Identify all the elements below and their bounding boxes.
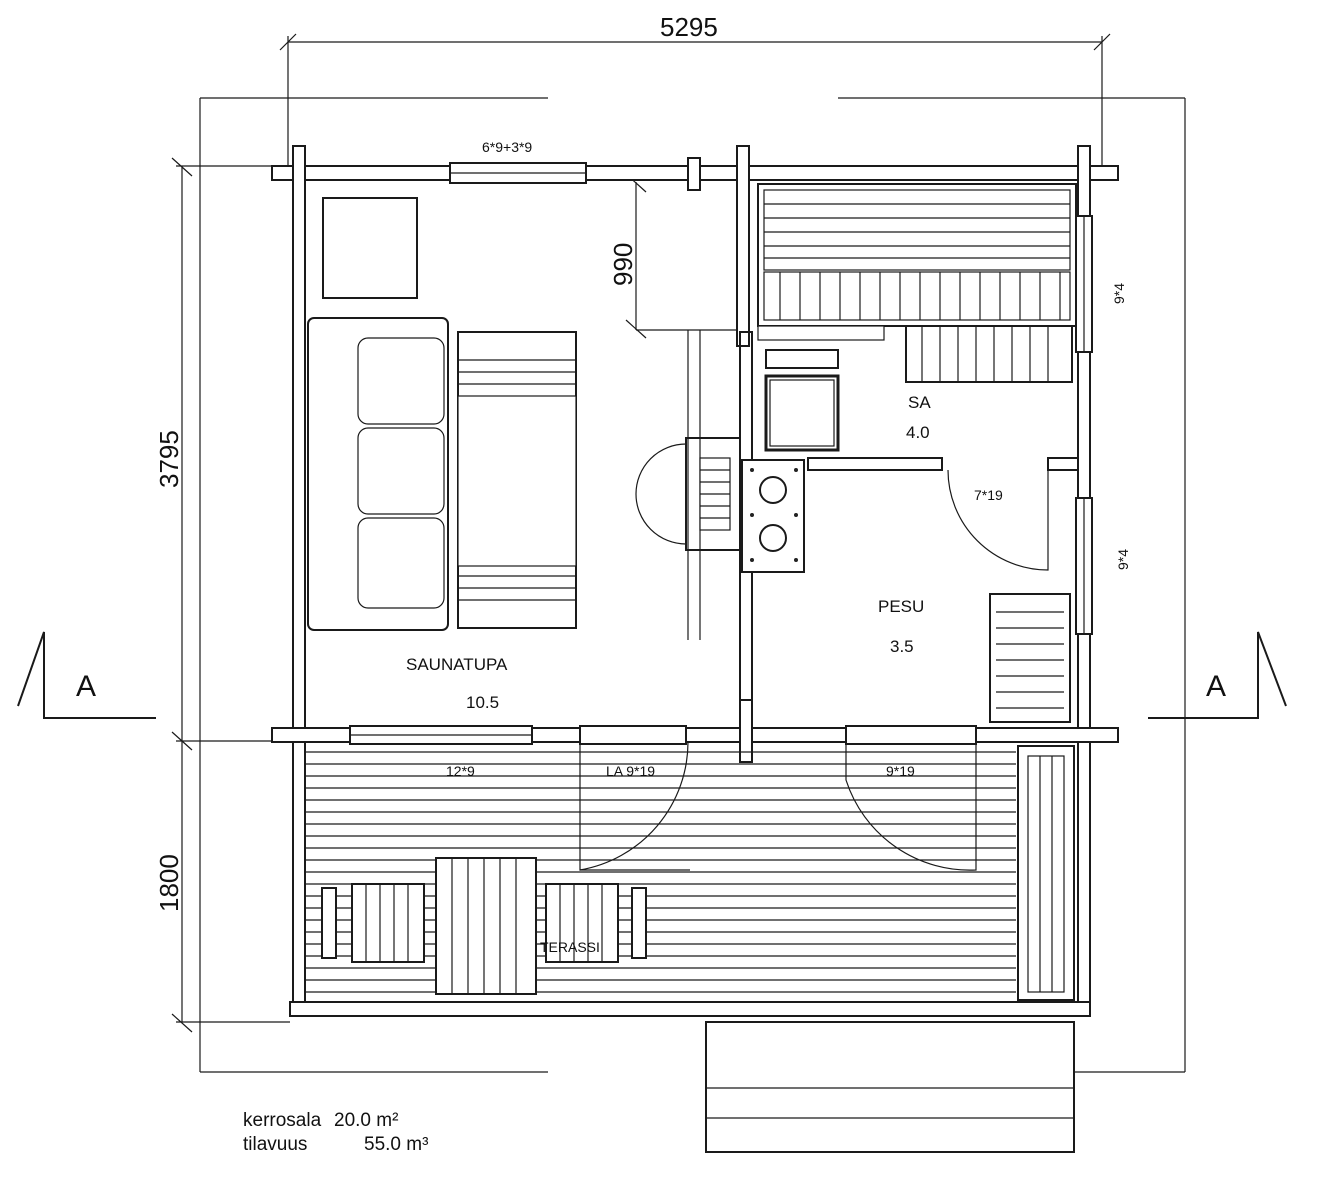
section-marker-right bbox=[1148, 631, 1287, 719]
chair-right bbox=[545, 883, 619, 963]
section-label-right: A bbox=[1206, 670, 1226, 703]
chair-left bbox=[351, 883, 425, 963]
width-dimension: 5295 bbox=[660, 12, 718, 42]
height-main-dimension: 3795 bbox=[154, 430, 184, 488]
armchair bbox=[322, 197, 418, 299]
section-label-left: A bbox=[76, 670, 96, 703]
section-marker-left bbox=[17, 631, 156, 719]
pesu-bench bbox=[989, 593, 1071, 723]
sauna-window-label: 9*4 bbox=[1111, 283, 1127, 304]
entrance-steps bbox=[705, 1021, 1075, 1153]
sauna-name: SA bbox=[908, 393, 931, 412]
front-window-label: 12*9 bbox=[446, 763, 475, 779]
height-terrace-dimension: 1800 bbox=[154, 854, 184, 912]
door-clearance-dimension: 990 bbox=[608, 243, 638, 286]
sauna-door-label: 7*19 bbox=[974, 487, 1003, 503]
saunatupa-name: SAUNATUPA bbox=[406, 655, 508, 674]
windows bbox=[349, 162, 1093, 745]
volume-value: 55.0 m³ bbox=[364, 1134, 428, 1155]
terrace-name: TERASSI bbox=[540, 939, 600, 955]
sauna-benches bbox=[757, 183, 1077, 383]
top-window-label: 6*9+3*9 bbox=[482, 139, 532, 155]
terrace-furniture bbox=[321, 745, 1075, 1153]
front-door-label: LA 9*19 bbox=[606, 763, 655, 779]
volume-label: tilavuus bbox=[243, 1134, 307, 1155]
doors bbox=[579, 469, 1049, 871]
pesu-window-label: 9*4 bbox=[1115, 549, 1131, 570]
pesu-name: PESU bbox=[878, 597, 924, 616]
sauna-area: 4.0 bbox=[906, 423, 930, 442]
pesu-area: 3.5 bbox=[890, 637, 914, 656]
pesu-door-label: 9*19 bbox=[886, 763, 915, 779]
floor-area-value: 20.0 m² bbox=[334, 1110, 398, 1131]
saunatupa-furniture bbox=[307, 197, 577, 631]
terrace-table bbox=[435, 857, 537, 995]
heater-stones bbox=[764, 374, 840, 452]
stove bbox=[635, 349, 840, 573]
saunatupa-area: 10.5 bbox=[466, 693, 499, 712]
floor-area-label: kerrosala bbox=[243, 1110, 322, 1131]
